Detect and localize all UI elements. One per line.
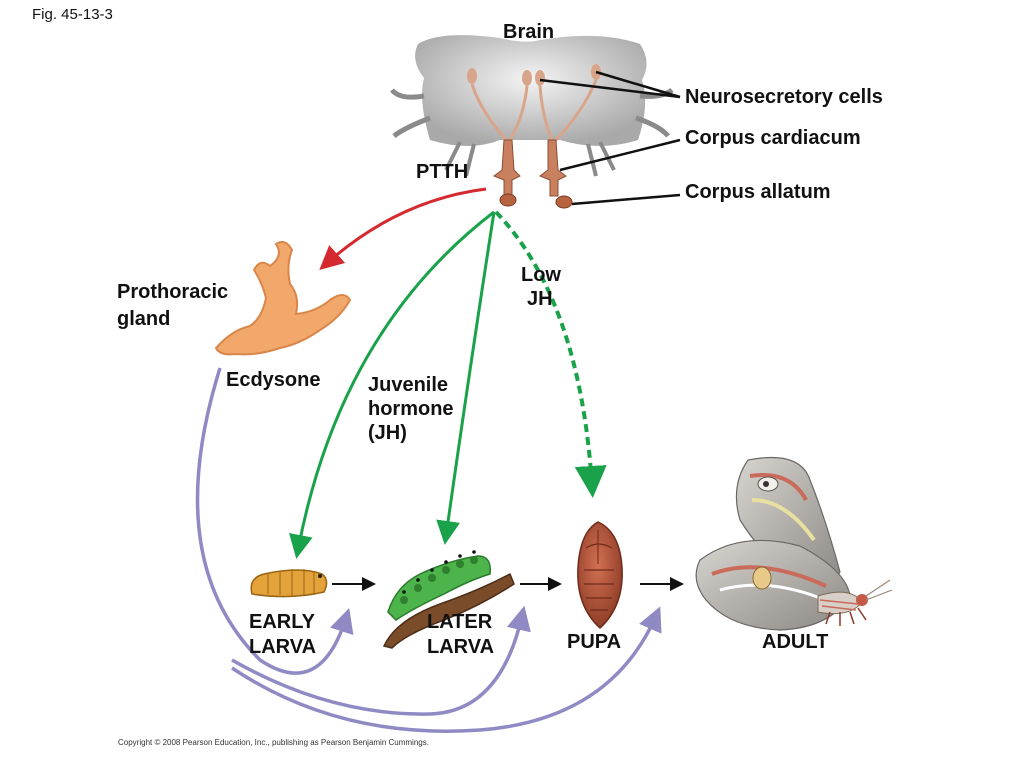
early-larva-label-line2: LARVA (249, 636, 317, 658)
ptth-arrow (319, 187, 487, 270)
pupa-label: PUPA (567, 631, 622, 653)
ecdysone-arrows (195, 367, 662, 733)
low-jh-label-line1: Low (521, 264, 561, 286)
adult-label: ADULT (762, 631, 829, 653)
later-larva-illustration (382, 550, 515, 649)
neurosecretory-cells-label: Neurosecretory cells (685, 86, 883, 108)
later-larva-label-line2: LARVA (427, 636, 495, 658)
prothoracic-gland-illustration (214, 241, 352, 356)
brain-label: Brain (503, 21, 555, 43)
jh-label-line3: (JH) (368, 422, 407, 444)
early-larva-label-line1: EARLY (249, 611, 315, 633)
ptth-label: PTTH (416, 161, 469, 183)
ecdysone-label: Ecdysone (226, 369, 321, 391)
jh-arrow-later (436, 211, 496, 545)
prothoracic-label-line2: gland (117, 308, 171, 330)
later-larva-label-line1: LATER (427, 611, 493, 633)
prothoracic-label-line1: Prothoracic (117, 281, 229, 303)
corpus-cardiacum-label: Corpus cardiacum (685, 127, 861, 149)
low-jh-arrow (494, 210, 607, 498)
copyright-notice: Copyright © 2008 Pearson Education, Inc.… (118, 738, 429, 747)
corpus-allatum-label: Corpus allatum (685, 181, 831, 203)
jh-arrow-early (289, 210, 495, 559)
jh-label-line1: Juvenile (368, 374, 449, 396)
adult-moth-illustration (695, 456, 893, 631)
corpora-glands (492, 139, 573, 209)
pupa-illustration (577, 521, 623, 630)
early-larva-illustration (250, 569, 328, 598)
figure-label: Fig. 45-13-3 (32, 6, 113, 23)
neurosecretory-cells (467, 64, 601, 142)
low-jh-label-line2: JH (527, 288, 553, 310)
jh-label-line2: hormone (368, 398, 454, 420)
brain-illustration (390, 35, 674, 177)
leader-lines (539, 70, 681, 206)
